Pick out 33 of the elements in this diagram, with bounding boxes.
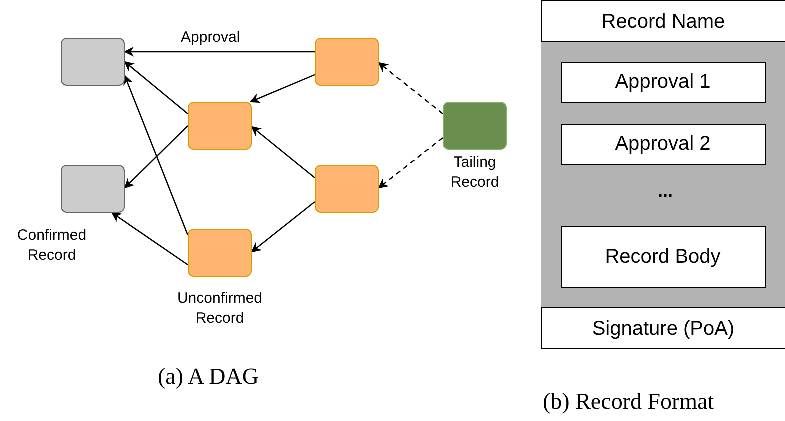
confirmed-record-box [61,38,125,86]
node-caption: Unconfirmed Record [176,289,264,329]
dashed-arrow [378,137,444,189]
arrow [124,126,188,189]
arrow [251,126,316,178]
confirmed-record-box [61,165,125,213]
field-text: Record Body [604,244,722,268]
field-text: Approval 1 [614,70,712,94]
ellipsis-text: ... [656,181,674,201]
node-caption: Confirmed Record [16,226,88,266]
unconfirmed-record-box [188,229,252,277]
arrow [250,74,316,104]
arrow [124,75,189,236]
arrow [124,61,188,114]
approval-field-box [560,62,766,103]
arrow [124,46,315,57]
field-text: Approval 2 [614,132,712,156]
figure-caption: (a) A DAG [158,364,259,390]
node-caption: Tailing Record [450,153,500,193]
record-name-text: Record Name [600,10,726,34]
dashed-arrow [378,62,444,114]
arrow [111,212,188,266]
unconfirmed-record-box [188,102,252,150]
unconfirmed-record-box [315,165,379,213]
record-body-box [560,226,766,288]
record-content-band [540,41,784,308]
signature-text: Signature (PoA) [591,317,736,341]
figure-caption: (b) Record Format [543,389,714,415]
tailing-record-box [443,102,507,150]
unconfirmed-record-box [315,38,379,86]
arrow [251,201,316,253]
approval-field-box [560,124,766,165]
record-format-box [541,0,785,349]
